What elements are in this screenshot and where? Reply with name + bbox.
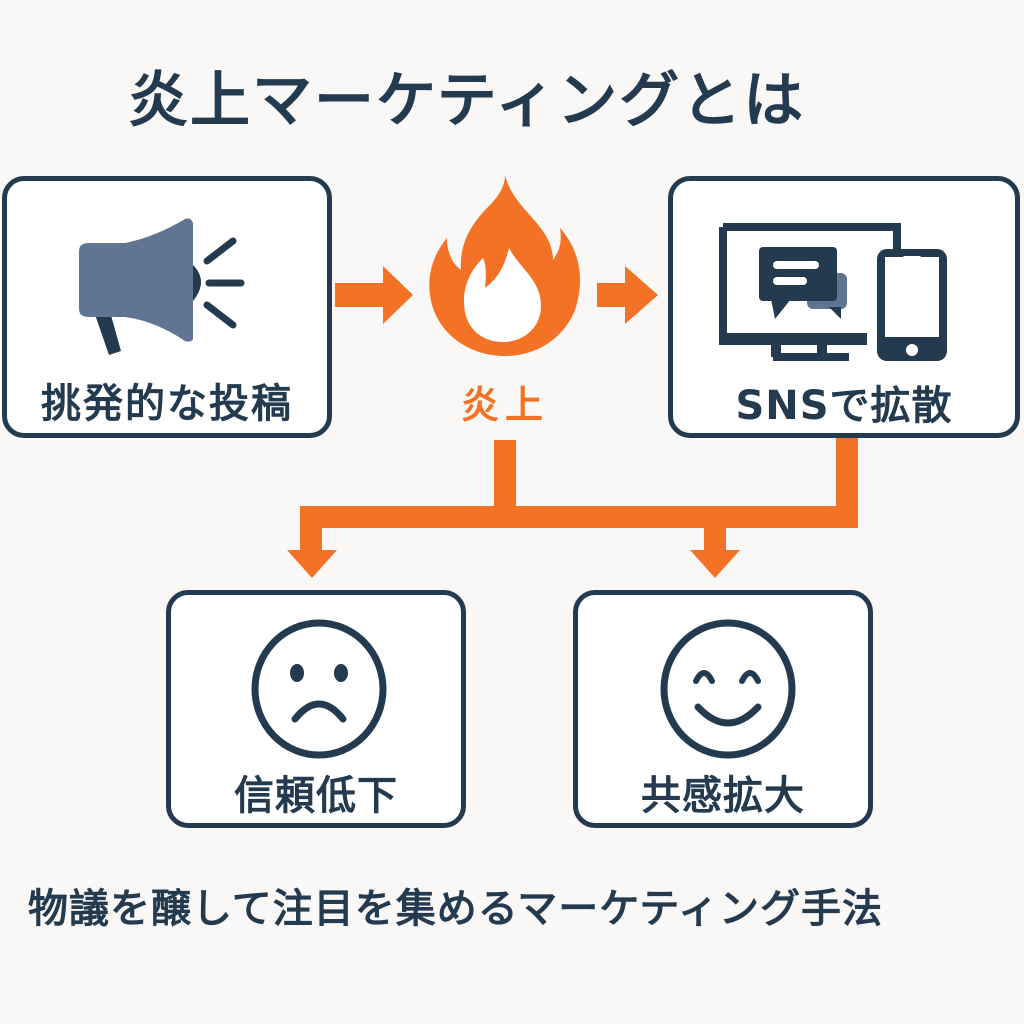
- step3-label: SNSで拡散: [735, 383, 953, 429]
- positive-outcome-label: 共感拡大: [641, 773, 805, 819]
- summary-caption: 物議を醸して注目を集めるマーケティング手法: [28, 886, 883, 932]
- arrow-to-negative: [287, 550, 337, 578]
- arrow-to-positive: [690, 550, 740, 578]
- fire-icon: [429, 175, 580, 356]
- branch-connector: [300, 436, 858, 554]
- step2-label: 炎上: [460, 383, 549, 427]
- arrow-step2-to-step3: [597, 266, 658, 324]
- step-sns-spread: SNSで拡散: [668, 176, 1020, 438]
- page-title: 炎上マーケティングとは: [128, 66, 806, 136]
- smile-face-icon: [660, 619, 796, 759]
- negative-outcome-label: 信頼低下: [234, 773, 398, 819]
- devices-chat-icon: [719, 223, 947, 361]
- step1-label: 挑発的な投稿: [41, 381, 293, 427]
- megaphone-icon: [79, 218, 245, 355]
- arrow-step1-to-step2: [335, 266, 413, 324]
- step-provocative-post: 挑発的な投稿: [2, 176, 332, 438]
- sad-face-icon: [251, 619, 387, 759]
- outcome-empathy-growth: 共感拡大: [573, 590, 873, 828]
- outcome-trust-decline: 信頼低下: [166, 590, 466, 828]
